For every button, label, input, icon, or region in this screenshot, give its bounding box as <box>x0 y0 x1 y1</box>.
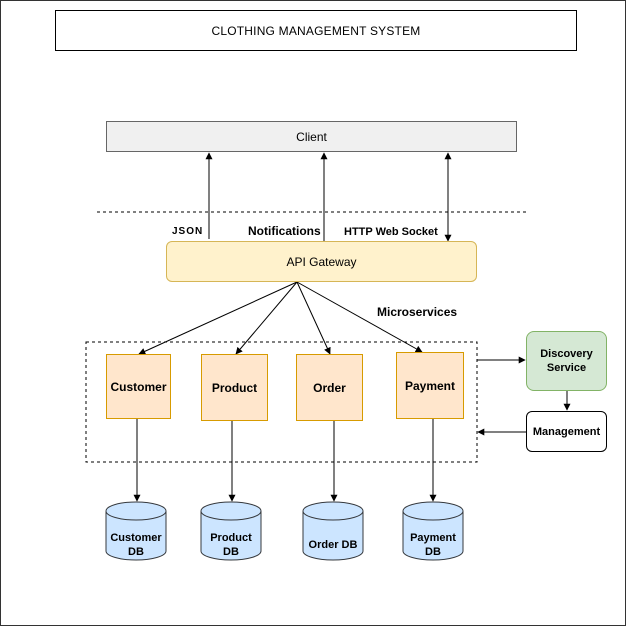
db-label-customer: Customer DB <box>101 531 171 559</box>
service-customer: Customer <box>106 354 171 419</box>
db-label-order-line1: Order DB <box>308 539 358 551</box>
management-node: Management <box>526 411 607 452</box>
microservices-label: Microservices <box>377 305 458 319</box>
edge-label-json: JSON <box>172 226 204 237</box>
db-label-payment-line1: Payment <box>410 532 456 544</box>
db-label-product: Product DB <box>196 531 266 559</box>
arrow-gateway-customer <box>138 281 298 355</box>
db-label-payment-line2: DB <box>425 546 441 558</box>
arrow-gateway-order <box>296 281 331 355</box>
db-label-product-line2: DB <box>223 546 239 558</box>
db-label-customer-line1: Customer <box>110 532 162 544</box>
service-product: Product <box>201 354 268 421</box>
db-cylinder-payment <box>402 501 464 561</box>
service-order: Order <box>296 354 363 421</box>
client-node: Client <box>106 121 517 152</box>
api-gateway-node: API Gateway <box>166 241 477 282</box>
diagram-title: CLOTHING MANAGEMENT SYSTEM <box>55 10 577 51</box>
db-label-customer-line2: DB <box>128 546 144 558</box>
microservices-group <box>85 341 478 463</box>
edge-label-http-websocket: HTTP Web Socket <box>344 226 438 238</box>
db-cylinder-order <box>302 501 364 561</box>
discovery-service-node: Discovery Service <box>526 331 607 391</box>
arrow-gateway-product <box>235 281 298 355</box>
db-cylinder-product <box>200 501 262 561</box>
db-label-product-line1: Product <box>210 532 252 544</box>
service-payment: Payment <box>396 352 464 419</box>
db-cylinder-customer <box>105 501 167 561</box>
db-label-order: Order DB <box>298 538 368 552</box>
edge-label-notifications: Notifications <box>248 224 321 238</box>
db-label-payment: Payment DB <box>398 531 468 559</box>
arrow-gateway-payment <box>296 281 423 353</box>
